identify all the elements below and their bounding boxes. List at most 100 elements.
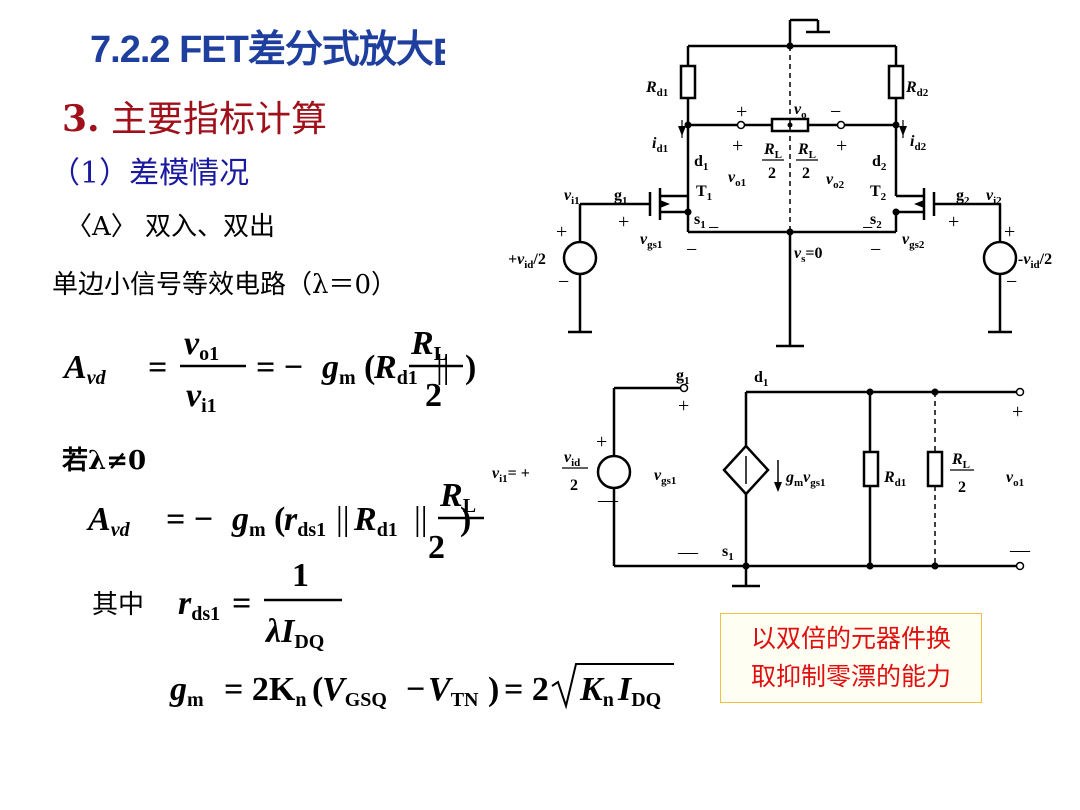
label-rl-half-left: RL: [763, 141, 782, 161]
eq4-gm: gm: [169, 671, 204, 711]
if-label: 若λ≠0: [62, 446, 147, 476]
note-line-2: 取抑制零漂的能力: [750, 662, 951, 691]
label2-d1: d1: [754, 369, 768, 389]
label2-rl: RL: [951, 451, 970, 471]
eq2-rl: RL: [439, 477, 476, 517]
note-line-1: 以双倍的元器件换: [750, 624, 951, 653]
terminal-g1: [679, 383, 689, 393]
label-rl-half-right: RL: [797, 141, 816, 161]
label-t2: T2: [870, 183, 887, 203]
sign-vo-plus: +: [736, 101, 747, 123]
equation-avd-lambda-nonzero: Avd = − gm ( rds1 || Rd1 || RL: [86, 477, 484, 541]
eq2-rd1: Rd1: [353, 501, 398, 541]
sign2-g1-plus: +: [678, 395, 689, 417]
sign2-out-plus: +: [1012, 401, 1023, 423]
label2-gm: gmvgs1: [785, 469, 826, 489]
terminal-out-top: [1015, 387, 1025, 397]
eq4-idq: IDQ: [617, 671, 661, 711]
label-g1: g1: [614, 187, 628, 207]
label2-vgs1: vgs1: [654, 467, 676, 487]
eq3-rds1: rds1: [178, 585, 220, 625]
terminal-vo-left: [736, 120, 746, 130]
label2-den: 2: [570, 477, 578, 494]
label-vo2: vo2: [826, 171, 845, 191]
terminal-out-bottom: [1015, 561, 1025, 571]
sign-vgs2-minus: −: [870, 239, 881, 261]
where-label: 其中: [92, 590, 145, 620]
sign-src-left-minus: −: [558, 271, 569, 293]
label-vo1: vo1: [728, 169, 746, 189]
equation-avd-lambda0: Avd = vo1 vi1 = − gm ( Rd1 ||: [62, 325, 450, 417]
eq-vo1: vo1: [184, 325, 219, 365]
label-t1: T1: [696, 183, 712, 203]
sign-vgs2-plus: +: [948, 211, 959, 233]
case-label: 〈A〉 双入、双出: [66, 212, 276, 242]
sign-src-right-plus: +: [1004, 221, 1015, 243]
resistor-rd1-eq: [862, 450, 880, 488]
eq4-sqrt-sign: [551, 663, 674, 710]
sign-vo-minus: −: [830, 101, 841, 123]
label2-vo1: vo1: [1006, 469, 1024, 489]
eq-rd1: Rd1: [373, 349, 418, 389]
eq-gm: gm: [321, 349, 356, 389]
eq2-two: 2: [428, 529, 445, 566]
eq-paren: (: [364, 349, 375, 386]
label-src-right: -vid/2: [1018, 251, 1052, 271]
label2-s1: s1: [722, 543, 734, 563]
eq2-gm: gm: [231, 501, 266, 541]
eq4-minus: −: [406, 671, 425, 708]
sign-src-right-minus: −: [1006, 271, 1017, 293]
eq4-kn: Kn: [579, 671, 614, 711]
title-clipped-fragment: E: [433, 32, 445, 66]
source-right: [982, 240, 1018, 276]
label2-vid: vid: [564, 449, 580, 469]
label-id1: id1: [652, 135, 668, 155]
label-g2: g2: [956, 187, 970, 207]
label-vgs2: vgs2: [902, 231, 925, 251]
sign2-s1-minus: —: [677, 541, 699, 563]
eq2-rds1: rds1: [284, 501, 326, 541]
label-id2: id2: [910, 133, 927, 153]
gm-arrow: [774, 482, 782, 492]
label2-rd1: Rd1: [883, 469, 906, 489]
label-s2: s2: [870, 211, 882, 231]
sign-vo2-plus: +: [836, 135, 847, 157]
eq-equals: =: [148, 349, 167, 386]
eq2-paren: (: [274, 501, 285, 538]
eq3-equals: =: [232, 585, 251, 622]
eq4-close-paren: ): [488, 671, 499, 708]
label-s1: s1: [694, 211, 706, 231]
eq-vi1: vi1: [186, 377, 217, 417]
slide-title: 7.2.2 FET差分式放大E: [90, 18, 445, 73]
eq-avd-symbol: Avd: [62, 349, 107, 389]
resistor-rl-half: [926, 450, 944, 488]
label-src-left: +vid/2: [508, 251, 546, 271]
sign2-src-plus: +: [596, 431, 607, 453]
label2-rl-den: 2: [958, 479, 966, 496]
circuit-small-signal: g1 d1 s1 vi1= + vid 2 vgs1 gmvgs1 Rd1 RL…: [492, 367, 1031, 588]
section-heading: 3. 主要指标计算: [62, 98, 328, 140]
eq4-sqrt-prefix: = 2: [504, 671, 549, 708]
resistor-rd1: [679, 64, 697, 100]
sign-vo2-minus: −: [862, 217, 873, 239]
sign-vo1-minus: −: [708, 217, 719, 239]
t1-arrow: [660, 200, 670, 208]
eq3-one: 1: [292, 557, 309, 594]
terminal-vo-right: [836, 120, 846, 130]
label-d2: d2: [872, 153, 887, 173]
circuit-label: 单边小信号等效电路（λ＝0）: [52, 270, 398, 300]
eq4-vgsq: VGSQ: [322, 671, 387, 711]
eq2-parallel1: ||: [336, 501, 350, 538]
label2-vi1: vi1= +: [492, 465, 530, 485]
label-rd1: Rd1: [645, 79, 668, 99]
eq4-2kn: = 2Kn: [224, 671, 306, 711]
label-d1: d1: [694, 153, 708, 173]
equation-2-tail: 2 ): [428, 501, 471, 566]
sign2-out-minus: —: [1009, 539, 1031, 561]
eq2-parallel2: ||: [414, 501, 428, 538]
eq2-close-paren: ): [460, 501, 471, 538]
equation-rds1: rds1 = 1 λIDQ: [178, 557, 342, 653]
eq4-vtn: VTN: [428, 671, 479, 711]
subsection-heading: （1）差模情况: [50, 156, 250, 191]
equation-avd-rl-half: RL 2 ): [409, 325, 476, 414]
